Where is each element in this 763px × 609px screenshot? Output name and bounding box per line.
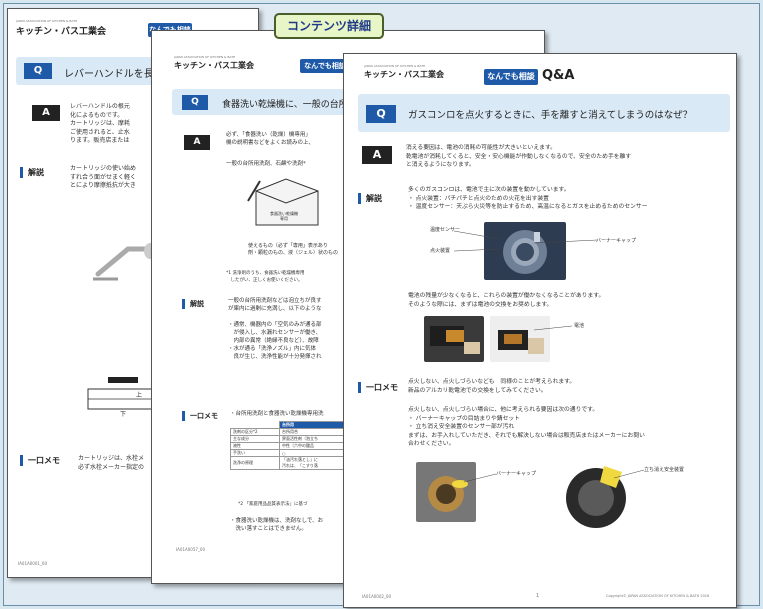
temp-sensor-label: 温度センサー xyxy=(430,227,461,233)
kaisetsu-bullets: ・通常、機器内の「空気のみが通る部 が侵入し、水漏れセンサーが働き、 内部の異常… xyxy=(228,322,322,360)
kaisetsu-label: 解説 xyxy=(182,299,204,309)
kaisetsu-text: 一般の台所用洗剤などは泡立ちが良す が庫内に過剰に充満し、以下のような xyxy=(228,298,322,312)
brand-org: JAPAN ASSOCIATION OF KITCHEN & BATH xyxy=(364,64,426,68)
answer-text: 消える要因は、電池の消耗の可能性が大きいといえます。 乾電池が消耗してくると、安… xyxy=(406,145,632,168)
question-text: レバーハンドルを長 xyxy=(64,69,154,80)
brand-org: JAPAN ASSOCIATION OF KITCHEN & BATH xyxy=(16,19,78,23)
memo-label: 一口メモ xyxy=(182,411,218,421)
detergent-box-illustration xyxy=(247,178,319,226)
qa-mark: Q&A xyxy=(542,68,575,83)
answer-text: レバーハンドルの根元 化によるものです。 カートリッジは、摩耗 ご使用されると、… xyxy=(70,103,131,144)
copyright: Copyright© JAPAN ASSOCIATION OF KITCHEN … xyxy=(606,594,710,598)
burner-cap-callout xyxy=(464,473,497,483)
table-row: 主な成分界面活性剤（泡立ち xyxy=(230,435,348,443)
qa-banner: なんでも相談 xyxy=(300,59,350,73)
front-page[interactable]: JAPAN ASSOCIATION OF KITCHEN & BATH キッチン… xyxy=(343,53,737,608)
kaisetsu-text: 多くのガスコンロは、電池で主に次の装置を動かしています。 ・ 点火装置：パチパチ… xyxy=(408,187,648,210)
a-badge: A xyxy=(362,146,392,164)
battery-text: 電池の残量が少なくなると、これらの装置が働かなくなることがあります。 そのような… xyxy=(408,293,605,308)
burner-photo xyxy=(484,222,566,280)
footer-code: IA01A0001_00 xyxy=(18,561,48,566)
battery-photo-2 xyxy=(490,316,550,362)
memo-label: 一口メモ xyxy=(20,455,60,466)
q-badge: Q xyxy=(24,63,52,79)
brand-name: キッチン・バス工業会 xyxy=(16,27,107,37)
page-number: 1 xyxy=(536,593,540,599)
table-row: 手洗い○ xyxy=(230,449,348,457)
intro-text: 一般の台所用洗剤、石鹸や洗剤* xyxy=(226,161,306,167)
footer-code: IA01A0057_00 xyxy=(176,547,206,552)
other-causes-text: 点火しない、点火しづらい場合に、他に考えられる要因は次の通りです。 ・ バーナー… xyxy=(408,407,645,447)
content-detail-tag: コンテンツ詳細 xyxy=(274,13,384,39)
kaisetsu-text: カートリッジの使い始め すれ合う面がせまく軽く とにより摩擦抵抗が大き xyxy=(70,165,137,189)
brand-name: キッチン・バス工業会 xyxy=(364,70,444,79)
memo-text: カートリッジは、水栓メ 必ず水栓メーカー指定の xyxy=(78,455,145,471)
question-bar xyxy=(358,94,730,132)
table-footnote: *2 「家庭用品品質表示法」に基づ xyxy=(238,502,308,507)
kaisetsu-label: 解説 xyxy=(20,167,44,178)
a-badge: A xyxy=(184,135,210,150)
a-badge: A xyxy=(32,105,60,121)
battery-label: 電池 xyxy=(574,323,585,329)
battery-photo-1 xyxy=(424,316,484,362)
memo-text: ・台所用洗剤と食器洗い乾燥機専用洗 xyxy=(230,411,324,417)
footnote-1: *1 洗浄剤のうち、食器洗い乾燥機専用 したがい、正しくお使いください。 xyxy=(226,271,305,283)
question-text: ガスコンロを点火するときに、手を離すと消えてしまうのはなぜ？ xyxy=(408,110,693,121)
memo-label: 一口メモ xyxy=(358,382,398,393)
safety-device-photo xyxy=(566,466,626,528)
diagram-up-label: 上 xyxy=(136,392,143,399)
burner-cap-photo xyxy=(416,462,476,522)
kaisetsu-label: 解説 xyxy=(358,193,382,204)
table-header: 台所用 xyxy=(279,421,348,429)
table-row: 洗浄の原理「油汚れ落とし」に 汚れは、「こすり落 xyxy=(230,456,348,470)
igniter-label: 点火装置 xyxy=(430,248,451,254)
q-badge: Q xyxy=(366,105,396,123)
burner-cap-photo-label: バーナーキャップ xyxy=(496,471,537,477)
footer-code: IA01A0002_00 xyxy=(362,594,392,599)
battery-callout xyxy=(534,325,573,331)
burner-cap-label: バーナーキャップ xyxy=(596,238,637,244)
detergent-box-label: 食器洗い乾燥機 専用 xyxy=(270,211,298,221)
q-badge: Q xyxy=(182,95,208,110)
brand-org: JAPAN ASSOCIATION OF KITCHEN & BATH xyxy=(174,55,236,59)
diagram-down-label: 下 xyxy=(120,411,127,418)
safety-device-callout xyxy=(614,469,645,479)
brand-name: キッチン・バス工業会 xyxy=(174,61,254,70)
table-row: 液性中性（六中の酸品 xyxy=(230,442,348,450)
closing-text: ・食器洗い乾燥機は、洗剤なしで、お 洗い落すことはできません。 xyxy=(230,518,324,532)
usable-note: 使えるもの（必ず「専用」表示あり 剤・顆粒のもの、液（ジェル）状のもの xyxy=(248,243,339,256)
safety-device-label: 立ち消え安全装置 xyxy=(644,467,685,473)
question-text: 食器洗い乾燥機に、一般の台所 xyxy=(222,100,348,110)
qa-banner: なんでも相談 xyxy=(484,69,538,85)
callout-lines xyxy=(454,230,598,252)
answer-text: 必ず、「食器洗い（乾燥）機専用」 機の説明書などをよくお読みの上、 xyxy=(226,132,315,146)
memo-text: 点火しない、点火しづらいなども 同様のことが考えられます。 新品のアルカリ乾電池… xyxy=(408,379,576,394)
